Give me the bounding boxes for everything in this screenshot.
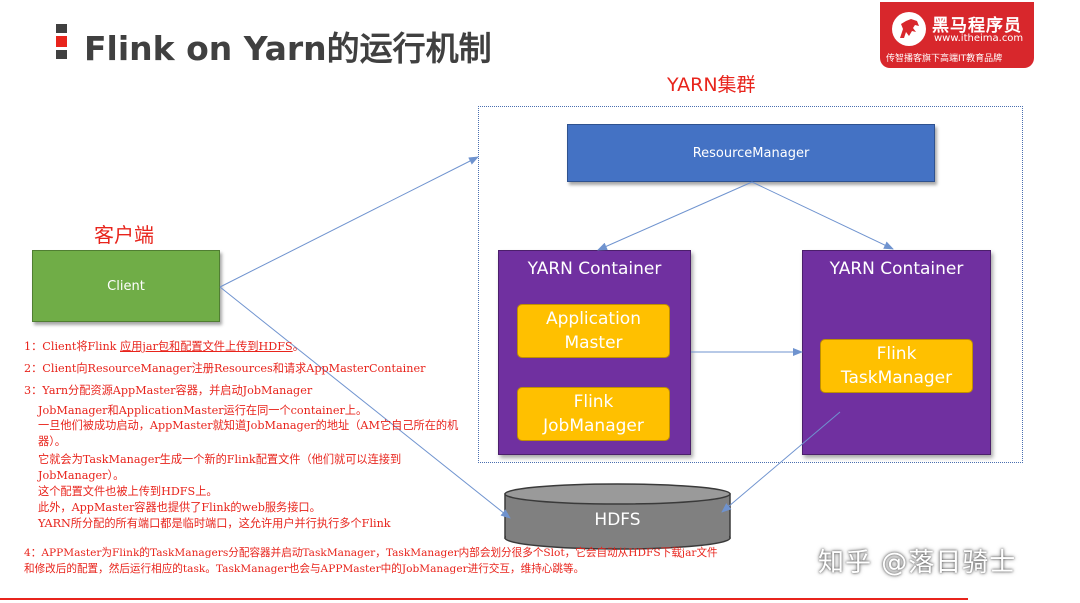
flink-jobmanager-node: Flink JobManager	[517, 387, 670, 441]
taskmanager-line2: TaskManager	[840, 368, 953, 388]
yarn-cluster-boundary	[478, 106, 1023, 463]
title-bar-middle	[56, 36, 67, 47]
note-step3-line: 这个配置文件也被上传到HDFS上。	[38, 485, 218, 498]
hdfs-label: HDFS	[594, 510, 641, 530]
note-step4-line2: 和修改后的配置，然后运行相应的task。TaskManager也会与APPMas…	[24, 563, 585, 575]
arrow-rm-to-left-container	[597, 181, 753, 251]
arrow-client-to-resourcemanager	[219, 156, 479, 288]
note-step1: 1：Client将Flink 应用jar包和配置文件上传到HDFS。	[24, 338, 304, 354]
note-step3-line: YARN所分配的所有端口都是临时端口，这允许用户并行执行多个Flink	[38, 517, 391, 530]
flink-taskmanager-node: Flink TaskManager	[820, 339, 973, 393]
note-step3-line: 器）。	[38, 435, 66, 448]
note-step3-line: 此外，AppMaster容器也提供了Flink的web服务接口。	[38, 501, 321, 514]
slide-title: Flink on Yarn的运行机制	[84, 29, 492, 68]
title-bar-top	[56, 24, 67, 33]
logo-slogan: 传智播客旗下高端IT教育品牌	[886, 54, 1003, 64]
application-master-node: Application Master	[517, 304, 670, 358]
client-node: Client	[32, 250, 220, 322]
note-step3: 3：Yarn分配资源AppMaster容器，并启动JobManager	[24, 384, 313, 397]
app-master-line1: Application	[546, 309, 641, 329]
arrow-client-to-hdfs	[219, 286, 511, 519]
note-step4-line1: 4：APPMaster为Flink的TaskManagers分配容器并启动Tas…	[24, 547, 718, 559]
brand-logo: 黑马程序员 www.itheima.com 传智播客旗下高端IT教育品牌	[880, 2, 1034, 68]
note-step3-line: JobManager和ApplicationMaster运行在同一个contai…	[38, 404, 368, 417]
container-left-title: YARN Container	[527, 259, 662, 279]
client-side-label: 客户端	[94, 223, 154, 247]
note-step2: 2：Client向ResourceManager注册Resources和请求Ap…	[24, 362, 426, 375]
logo-name: 黑马程序员	[932, 16, 1022, 36]
app-master-line2: Master	[564, 333, 623, 353]
arrow-rm-to-right-container	[751, 181, 894, 250]
note-step3-line: JobManager）。	[38, 469, 125, 482]
footer-red-line	[0, 598, 968, 600]
jobmanager-line2: JobManager	[543, 416, 644, 436]
arrow-taskmanager-to-hdfs	[721, 411, 841, 513]
note-step3-line: 一旦他们被成功启动，AppMaster就知道JobManager的地址（AM它自…	[38, 419, 459, 432]
hdfs-cylinder	[504, 483, 731, 550]
jobmanager-line1: Flink	[573, 392, 614, 412]
yarn-cluster-label: YARN集群	[667, 74, 756, 96]
zhihu-watermark: 知乎 @落日骑士	[818, 548, 1017, 578]
title-bar-bottom	[56, 50, 67, 59]
taskmanager-line1: Flink	[876, 344, 917, 364]
note-step1-underlined: 应用jar包和配置文件上传到HDFS	[120, 340, 293, 353]
logo-url: www.itheima.com	[934, 33, 1024, 44]
container-right-title: YARN Container	[829, 259, 964, 279]
note-step3-line: 它就会为TaskManager生成一个新的Flink配置文件（他们就可以连接到	[38, 453, 402, 466]
note-step1-prefix: 1：Client将Flink	[24, 340, 120, 353]
note-step1-suffix: 。	[292, 340, 304, 353]
resource-manager-node: ResourceManager	[567, 124, 935, 182]
horse-icon	[900, 19, 919, 38]
